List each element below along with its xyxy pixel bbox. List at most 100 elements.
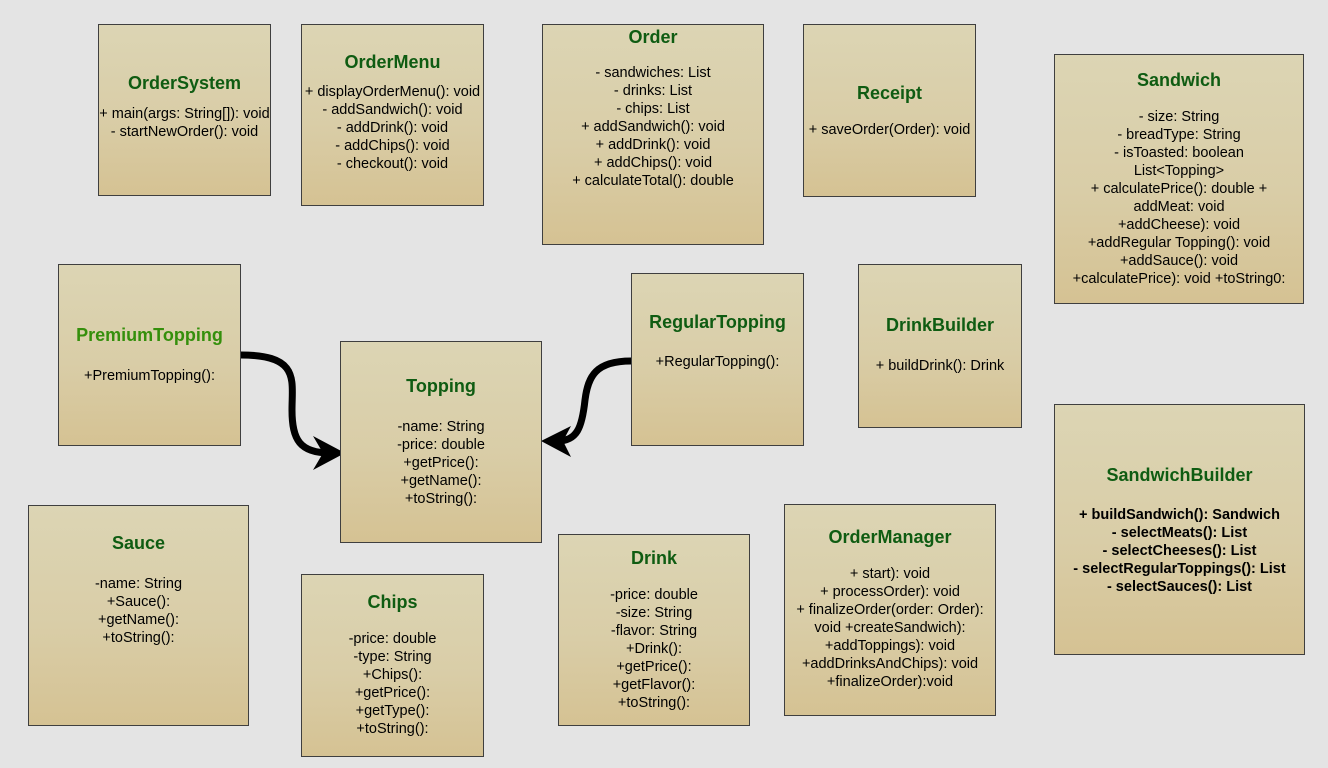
- arrow-premium-to-topping: [237, 351, 334, 457]
- class-order-system[interactable]: OrderSystem + main(args: String[]): void…: [98, 24, 271, 196]
- member: addMeat: void: [1133, 199, 1225, 215]
- class-name: Topping: [406, 376, 476, 396]
- member: + displayOrderMenu(): void: [304, 84, 481, 100]
- member: - selectMeats(): List: [1111, 525, 1248, 541]
- member: -name: String: [94, 576, 183, 592]
- member: + calculateTotal(): double: [572, 173, 734, 189]
- member: +toString():: [356, 721, 429, 737]
- member: + calculatePrice(): double +: [1090, 181, 1268, 197]
- member: +addCheese): void: [1117, 217, 1241, 233]
- member: + buildDrink(): Drink: [875, 358, 1005, 374]
- class-chips[interactable]: Chips -price: double -type: String +Chip…: [301, 574, 484, 757]
- member: - addChips(): void: [335, 138, 450, 154]
- member: +addSauce(): void: [1119, 253, 1239, 269]
- member-list: + displayOrderMenu(): void - addSandwich…: [305, 83, 480, 173]
- member: -name: String: [397, 419, 485, 435]
- member: -flavor: String: [610, 623, 698, 639]
- member-list: +RegularTopping():: [656, 353, 780, 371]
- class-order-manager[interactable]: OrderManager + start): void + processOrd…: [784, 504, 996, 716]
- member: + addDrink(): void: [595, 137, 711, 153]
- class-sandwich-builder[interactable]: SandwichBuilder + buildSandwich(): Sandw…: [1054, 404, 1305, 655]
- member: - checkout(): void: [336, 156, 449, 172]
- class-topping[interactable]: Topping -name: String -price: double +ge…: [340, 341, 542, 543]
- class-drink-builder[interactable]: DrinkBuilder + buildDrink(): Drink: [858, 264, 1022, 428]
- member: +PremiumTopping():: [84, 368, 215, 384]
- member: - sandwiches: List: [595, 65, 711, 81]
- class-name: OrderMenu: [344, 52, 441, 72]
- member-list: -name: String -price: double +getPrice()…: [397, 418, 485, 508]
- class-order-menu[interactable]: OrderMenu + displayOrderMenu(): void - a…: [301, 24, 484, 206]
- member: +Sauce():: [106, 594, 171, 610]
- class-sauce[interactable]: Sauce -name: String +Sauce(): +getName()…: [28, 505, 249, 726]
- member: + addSandwich(): void: [581, 119, 725, 135]
- member: +Chips():: [362, 667, 423, 683]
- member: -price: double: [397, 437, 485, 453]
- member-list: + buildDrink(): Drink: [876, 357, 1005, 375]
- member-list: +PremiumTopping():: [84, 367, 215, 385]
- member: + saveOrder(Order): void: [808, 122, 971, 138]
- member: - startNewOrder(): void: [110, 124, 259, 140]
- member: +getFlavor():: [612, 677, 696, 693]
- member-list: -name: String +Sauce(): +getName(): +toS…: [95, 575, 182, 647]
- arrow-regular-to-topping: [553, 357, 635, 445]
- member: + main(args: String[]): void: [99, 106, 270, 122]
- member: List<Topping>: [1133, 163, 1225, 179]
- member: void +createSandwich):: [814, 620, 966, 636]
- class-name: SandwichBuilder: [1106, 465, 1253, 485]
- class-receipt[interactable]: Receipt + saveOrder(Order): void: [803, 24, 976, 197]
- member: + buildSandwich(): Sandwich: [1078, 507, 1280, 523]
- member-list: + start): void + processOrder): void + f…: [796, 565, 983, 691]
- member: +RegularTopping():: [655, 354, 780, 370]
- class-name: PremiumTopping: [76, 325, 223, 345]
- member: +Drink():: [625, 641, 682, 657]
- member: -size: String: [615, 605, 693, 621]
- member: +getPrice():: [403, 455, 479, 471]
- class-name: Chips: [367, 592, 418, 612]
- member: +addToppings): void: [824, 638, 956, 654]
- member: + addChips(): void: [593, 155, 713, 171]
- member: - selectCheeses(): List: [1102, 543, 1257, 559]
- member-list: + main(args: String[]): void - startNewO…: [99, 105, 269, 141]
- member: - selectSauces(): List: [1106, 579, 1253, 595]
- member: +getType():: [355, 703, 430, 719]
- class-regular-topping[interactable]: RegularTopping +RegularTopping():: [631, 273, 804, 446]
- class-name: DrinkBuilder: [885, 315, 995, 335]
- member: - drinks: List: [613, 83, 693, 99]
- member: +toString():: [404, 491, 478, 507]
- class-sandwich[interactable]: Sandwich - size: String - breadType: Str…: [1054, 54, 1304, 304]
- class-name: OrderSystem: [127, 73, 242, 93]
- arrowhead-regular-to-topping: [541, 426, 571, 457]
- class-name: Receipt: [856, 83, 923, 103]
- member: +addRegular Topping(): void: [1087, 235, 1271, 251]
- class-drink[interactable]: Drink -price: double -size: String -flav…: [558, 534, 750, 726]
- class-name: OrderManager: [828, 527, 952, 547]
- class-name: Sandwich: [1136, 70, 1221, 90]
- class-name: Drink: [630, 548, 677, 568]
- member-list: -price: double -type: String +Chips(): +…: [349, 630, 437, 738]
- member: - addSandwich(): void: [322, 102, 463, 118]
- member: + finalizeOrder(order: Order):: [796, 602, 984, 618]
- class-name: Order: [628, 27, 678, 47]
- member: +calculatePrice): void +toString0:: [1072, 271, 1286, 287]
- member: - breadType: String: [1117, 127, 1241, 143]
- class-name: Sauce: [111, 533, 166, 553]
- member: - chips: List: [616, 101, 690, 117]
- member: + start): void: [849, 566, 931, 582]
- member: - isToasted: boolean: [1114, 145, 1244, 161]
- member: +finalizeOrder):void: [826, 674, 954, 690]
- class-order[interactable]: Order - sandwiches: List - drinks: List …: [542, 24, 764, 245]
- member: +addDrinksAndChips): void: [801, 656, 979, 672]
- member: +toString():: [617, 695, 691, 711]
- member: +toString():: [102, 630, 175, 646]
- member: -price: double: [610, 587, 698, 603]
- member: +getPrice():: [616, 659, 692, 675]
- member: - addDrink(): void: [336, 120, 449, 136]
- member-list: + buildSandwich(): Sandwich - selectMeat…: [1073, 506, 1285, 596]
- member: +getPrice():: [354, 685, 431, 701]
- member: +getName():: [97, 612, 179, 628]
- member: +getName():: [400, 473, 482, 489]
- member-list: - sandwiches: List - drinks: List - chip…: [572, 64, 734, 190]
- class-premium-topping[interactable]: PremiumTopping +PremiumTopping():: [58, 264, 241, 446]
- member: -type: String: [353, 649, 432, 665]
- member-list: -price: double -size: String -flavor: St…: [610, 586, 698, 712]
